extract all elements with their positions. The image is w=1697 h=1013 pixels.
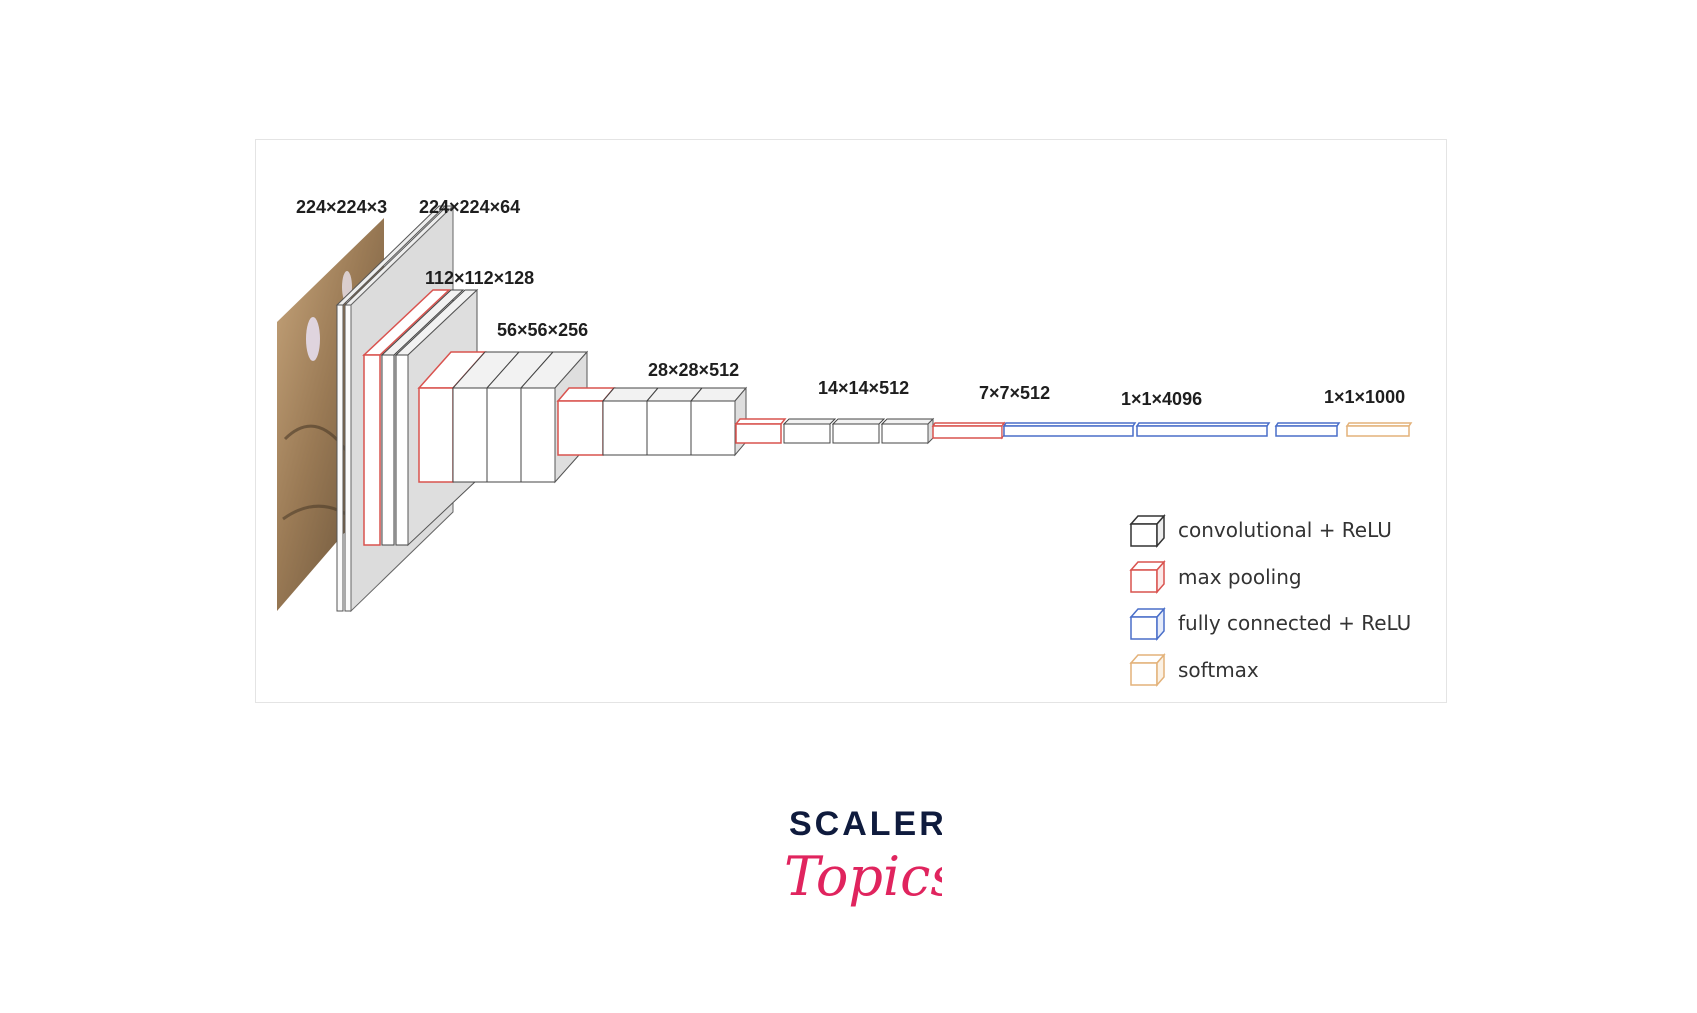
logo-topics-text: Topics bbox=[784, 845, 942, 908]
legend-label-maxpool: max pooling bbox=[1178, 565, 1302, 589]
logo-scaler-text: SCALER bbox=[789, 805, 942, 843]
legend-item-softmax: softmax bbox=[1129, 653, 1259, 687]
legend-item-conv: convolutional + ReLU bbox=[1129, 514, 1392, 548]
cube-icon bbox=[1129, 607, 1166, 641]
label-conv2-dim: 112×112×128 bbox=[425, 268, 534, 288]
label-pool5-dim: 7×7×512 bbox=[979, 383, 1050, 403]
label-conv3-dim: 56×56×256 bbox=[497, 320, 588, 340]
legend-label-fc: fully connected + ReLU bbox=[1178, 611, 1411, 635]
pool5-block bbox=[931, 421, 1006, 440]
label-conv1-dim: 224×224×64 bbox=[419, 197, 520, 217]
legend-label-conv: convolutional + ReLU bbox=[1178, 518, 1392, 542]
legend: convolutional + ReLU max pooling fully c… bbox=[1129, 514, 1411, 687]
label-conv5-dim: 14×14×512 bbox=[818, 378, 909, 398]
conv4-block bbox=[556, 386, 748, 457]
label-softmax-dim: 1×1×1000 bbox=[1324, 387, 1405, 407]
cube-icon bbox=[1129, 514, 1166, 548]
softmax-block bbox=[1345, 422, 1413, 437]
label-conv4-dim: 28×28×512 bbox=[648, 360, 739, 380]
label-input-dim: 224×224×3 bbox=[296, 197, 387, 217]
conv5-block bbox=[734, 417, 935, 445]
legend-item-maxpool: max pooling bbox=[1129, 560, 1302, 594]
scaler-topics-logo: SCALER Topics bbox=[784, 805, 942, 908]
vgg16-architecture-diagram: 224×224×3 224×224×64 112×112×128 56×56×2… bbox=[277, 197, 1413, 687]
fc-block bbox=[1002, 422, 1341, 437]
cube-icon bbox=[1129, 560, 1166, 594]
label-fc-dim: 1×1×4096 bbox=[1121, 389, 1202, 409]
legend-label-softmax: softmax bbox=[1178, 658, 1259, 682]
cube-icon bbox=[1129, 653, 1166, 687]
legend-item-fc: fully connected + ReLU bbox=[1129, 607, 1411, 641]
